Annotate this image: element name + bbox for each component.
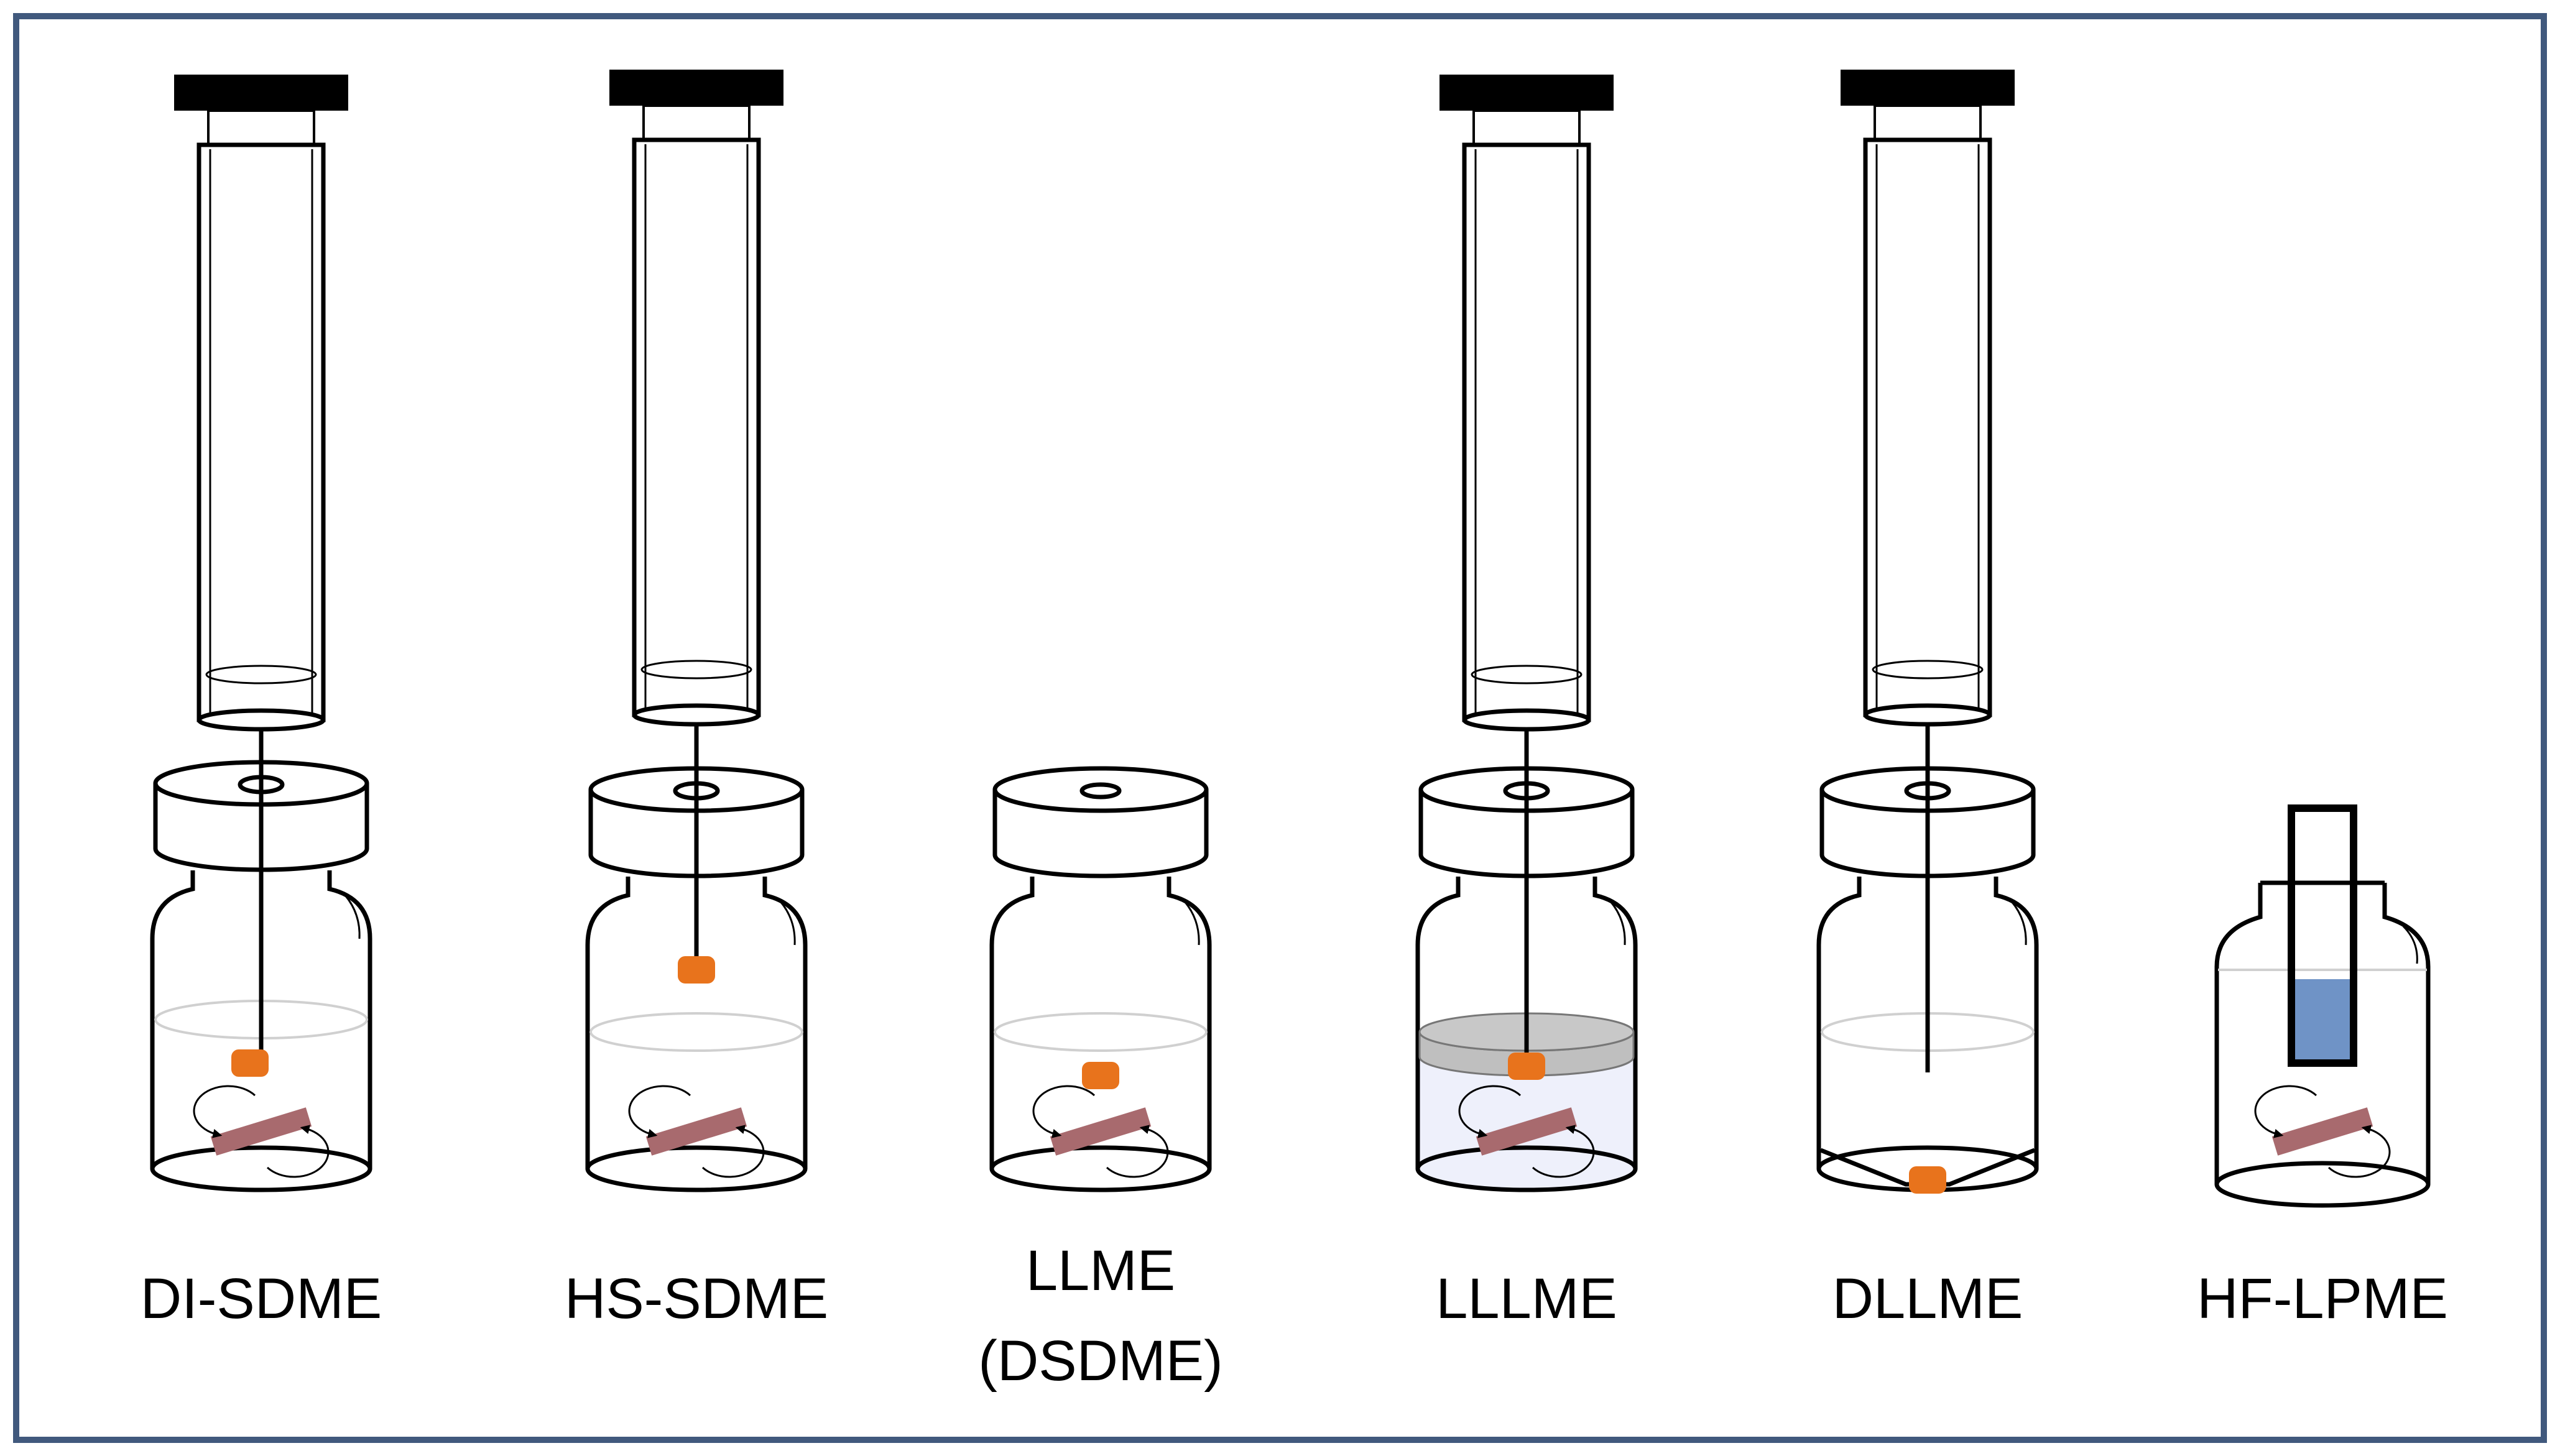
method-label: LLLME [1436,1267,1617,1330]
rotation-arrow [2327,1125,2391,1178]
vial-glare [2010,901,2027,946]
method-label: HF-LPME [2197,1267,2448,1330]
solvent-drop [1508,1053,1545,1080]
plunger-head [1439,75,1614,111]
barrel-bottom [1863,703,1992,727]
vial-wall [585,877,808,1169]
vial-wall [150,870,372,1169]
barrel-bottom [632,703,761,727]
rotation-arrow [266,1125,330,1178]
method-label: HS-SDME [565,1267,828,1330]
plunger-tip [205,665,317,684]
unit-di-sdme: DI-SDME [141,75,382,1330]
vial-cap-body [992,790,1209,878]
stir-bar [1050,1107,1152,1156]
plunger-tip [1471,665,1583,684]
hollow-fiber [2288,804,2357,1067]
syringe-barrel [196,142,326,722]
vial-bottom [585,1145,808,1192]
barrel-bottom [1462,708,1591,732]
unit-dllme: DLLME [1816,70,2039,1330]
vial-bottom [1415,1145,1638,1192]
acceptor-phase [2291,979,2354,1063]
stir-bar [210,1107,312,1156]
unit-llme: LLME (DSDME) [978,766,1223,1393]
liquid-surface [994,1012,1208,1052]
unit-hs-sdme: HS-SDME [565,70,828,1330]
vial-bottom [2214,1161,2431,1208]
plunger-head [174,75,348,111]
method-label: DLLME [1832,1267,2023,1330]
syringe-barrel [632,137,761,717]
stir-bar [645,1107,747,1156]
vial-glare [779,901,796,946]
stir-bar [2271,1107,2373,1156]
solvent-drop [678,956,715,984]
vial-wall [989,877,1212,1169]
vial-wall [1415,877,1638,1169]
method-label: LLME [1026,1239,1175,1302]
syringe-barrel [1863,137,1992,717]
rotation-arrow [1032,1085,1096,1138]
stir-bar [1476,1107,1578,1156]
rotation-arrow [1532,1125,1595,1178]
vial-wall [2214,883,2431,1184]
solvent-drop [1909,1166,1946,1194]
vial-glare [1609,901,1626,946]
liquid-surface [589,1012,803,1052]
rotation-arrow [701,1125,765,1178]
solvent-drop [1082,1062,1119,1089]
rotation-arrow [193,1085,256,1138]
vial-glare [2402,925,2418,964]
plunger-tip [640,660,752,680]
vial-glare [344,895,361,939]
diagram-frame [13,13,2547,1443]
plunger-head [609,70,783,106]
rotation-arrow [2254,1085,2317,1138]
plunger-tip [1872,660,1984,680]
vial-wall [1816,877,2039,1169]
unit-lllme: LLLME [1415,75,1638,1330]
barrel-bottom [196,708,326,732]
method-label: DI-SDME [141,1267,382,1330]
vial-bottom [989,1145,1212,1192]
plunger-head [1841,70,2015,106]
vial-bottom [150,1145,372,1192]
unit-hf-lpme: HF-LPME [2197,804,2448,1330]
solvent-drop [231,1049,269,1077]
rotation-arrow [1106,1125,1169,1178]
vial-glare [1183,901,1200,946]
septum-hole [1079,782,1122,799]
rotation-arrow [628,1085,691,1138]
method-sublabel: (DSDME) [978,1329,1223,1393]
syringe-barrel [1462,142,1591,722]
rotation-arrow [1458,1085,1522,1138]
